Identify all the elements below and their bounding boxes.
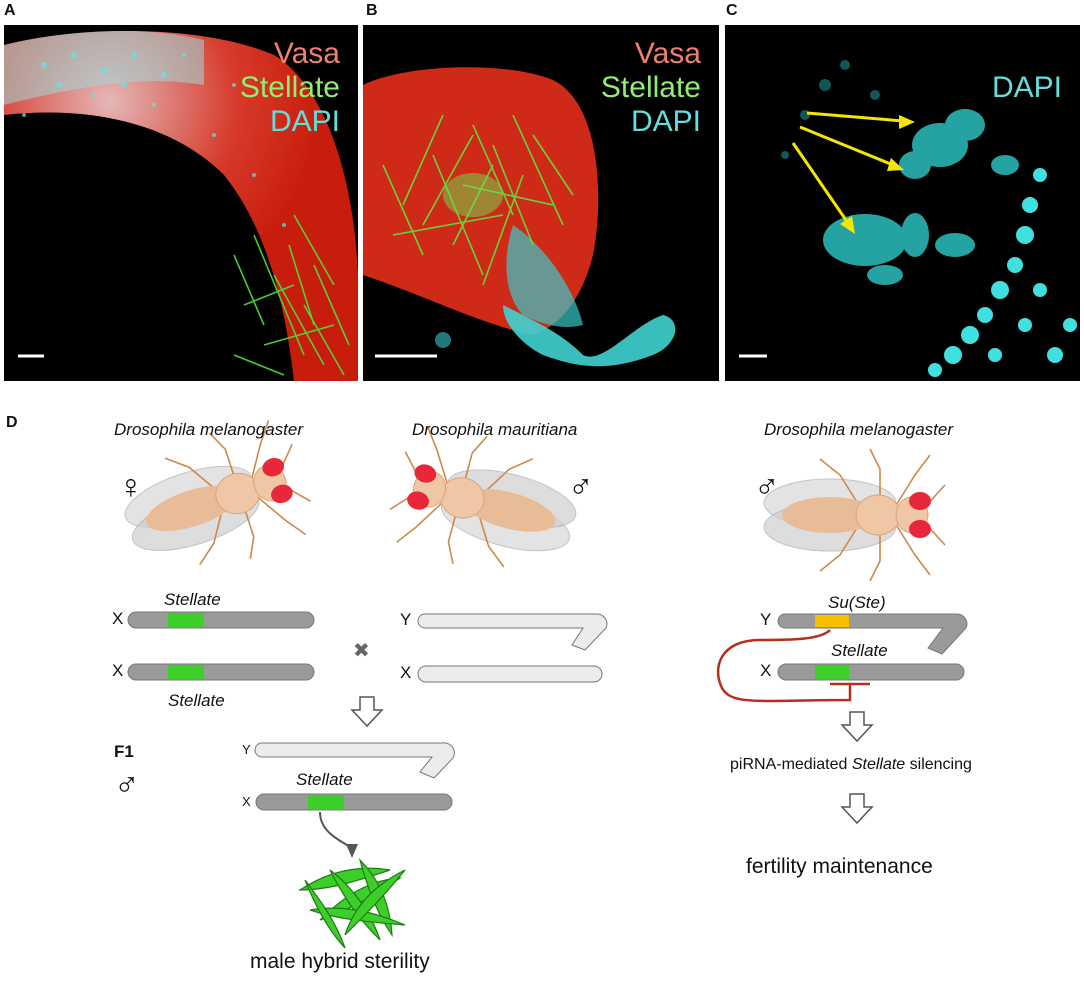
panel-a-letter: A (4, 2, 16, 19)
x-chromosome-f1 (255, 793, 453, 811)
male-symbol-middle: ♂ (568, 468, 594, 506)
chrom-label-x-f1: X (242, 794, 251, 809)
silencing-prefix: piRNA-mediated (730, 756, 852, 773)
silencing-suffix: silencing (905, 756, 972, 773)
f1-label: F1 (114, 742, 134, 761)
silencing-label: piRNA-mediated Stellate silencing (730, 756, 972, 774)
sterility-label: male hybrid sterility (250, 950, 430, 973)
female-symbol: ♀ (118, 468, 144, 506)
y-chromosome-f1 (254, 742, 455, 779)
stain-dapi-b: DAPI (630, 105, 701, 138)
silencing-italic: Stellate (851, 756, 906, 773)
chrom-label-y-right: Y (760, 610, 772, 629)
su-ste-label: Su(Ste) (828, 593, 886, 612)
stellate-label-right: Stellate (831, 641, 888, 660)
chrom-label-y-mauritiana: Y (400, 610, 412, 629)
chrom-label-x2: X (112, 661, 124, 680)
chrom-label-y-f1: Y (242, 742, 251, 757)
silencing-line (716, 629, 852, 703)
micrograph-b: Vasa Stellate DAPI (363, 25, 719, 381)
stain-dapi-c: DAPI (991, 71, 1062, 104)
x-chromosome-melanogaster (777, 663, 965, 681)
stain-vasa-a: Vasa (273, 37, 340, 70)
x-chromosome-female-1 (127, 611, 315, 629)
chrom-label-x-mauritiana: X (400, 663, 412, 682)
micrograph-c: DAPI (725, 25, 1080, 381)
male-symbol-right: ♂ (754, 468, 780, 506)
fly-mauritiana-male (379, 416, 591, 592)
su-ste-locus (815, 615, 849, 627)
stellate-crystals (298, 857, 406, 949)
fertility-label: fertility maintenance (746, 855, 933, 878)
stellate-label-bottom: Stellate (168, 691, 225, 710)
species-right: Drosophila melanogaster (764, 420, 953, 439)
panel-b-letter: B (366, 2, 378, 19)
fly-melanogaster-male (763, 448, 946, 582)
chrom-label-x1: X (112, 609, 124, 628)
micrograph-c-image (739, 60, 1077, 377)
stellate-locus-right (815, 665, 849, 679)
y-chromosome-mauritiana (417, 613, 608, 651)
x-chromosome-mauritiana (417, 665, 603, 683)
male-symbol-f1: ♂ (114, 766, 140, 804)
stellate-label-f1: Stellate (296, 770, 353, 789)
stellate-locus-1 (168, 613, 204, 627)
stain-stellate-b: Stellate (600, 71, 701, 104)
micrograph-a: Vasa Stellate DAPI (4, 25, 358, 381)
hollow-arrow-fertility (840, 793, 874, 825)
panel-c-letter: C (726, 2, 738, 19)
stain-dapi-a: DAPI (269, 105, 340, 138)
species-middle: Drosophila mauritiana (412, 420, 578, 439)
stellate-locus-f1 (308, 795, 344, 809)
hollow-arrow-silencing (840, 711, 874, 743)
micrograph-a-image (4, 30, 358, 381)
micrograph-b-image (363, 67, 676, 367)
cross-symbol: ✖ (353, 640, 370, 662)
hollow-arrow-cross (350, 696, 384, 728)
panel-d-letter: D (6, 414, 18, 431)
x-chromosome-female-2 (127, 663, 315, 681)
stellate-locus-2 (168, 665, 204, 679)
chrom-label-x-right: X (760, 661, 772, 680)
stain-vasa-b: Vasa (634, 37, 701, 70)
stain-stellate-a: Stellate (239, 71, 340, 104)
species-left: Drosophila melanogaster (114, 420, 303, 439)
stellate-label-top: Stellate (164, 590, 221, 609)
